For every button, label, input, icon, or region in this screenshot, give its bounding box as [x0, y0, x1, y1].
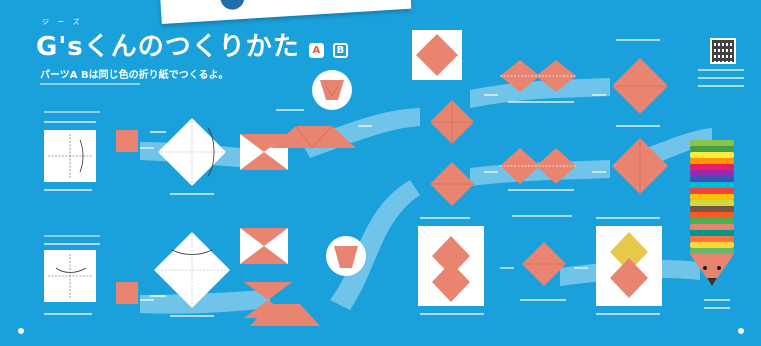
step-b2-small-square: [116, 282, 138, 304]
step-a8-top-square: [412, 30, 462, 80]
assembly-panel-1: [418, 226, 484, 306]
assembly-panel-3: [596, 226, 662, 306]
page-corner-right: [738, 328, 744, 334]
page-corner-left: [18, 328, 24, 334]
step-a6-zoom-circle: [312, 70, 352, 110]
title-ruby: ジ ー ズ: [42, 17, 82, 27]
part-b-tag: B: [333, 43, 348, 58]
page-title: G'sくんのつくりかた: [36, 32, 300, 62]
step-b4-hourglass: [240, 228, 288, 264]
page-title-block: ジ ー ズ G'sくんのつくりかた A B: [36, 26, 348, 63]
step-a7-folded-diamond: [430, 100, 474, 144]
part-a-tag: A: [309, 43, 324, 58]
step-a2-small-square: [116, 130, 138, 152]
step-a3-diamond: [158, 118, 226, 186]
step-b8-folded-diamond: [430, 162, 474, 206]
part-a-finished: [612, 58, 668, 114]
step-a1-crease-square: [44, 130, 96, 182]
page-subtitle: パーツA Bは同じ色の折り紙でつくるよ。: [40, 66, 228, 81]
qr-code-icon: [710, 38, 736, 64]
step-b1-crease-square: [44, 250, 96, 302]
assembly-step-2: [522, 242, 566, 286]
step-b7-zoom-circle: [326, 236, 366, 276]
